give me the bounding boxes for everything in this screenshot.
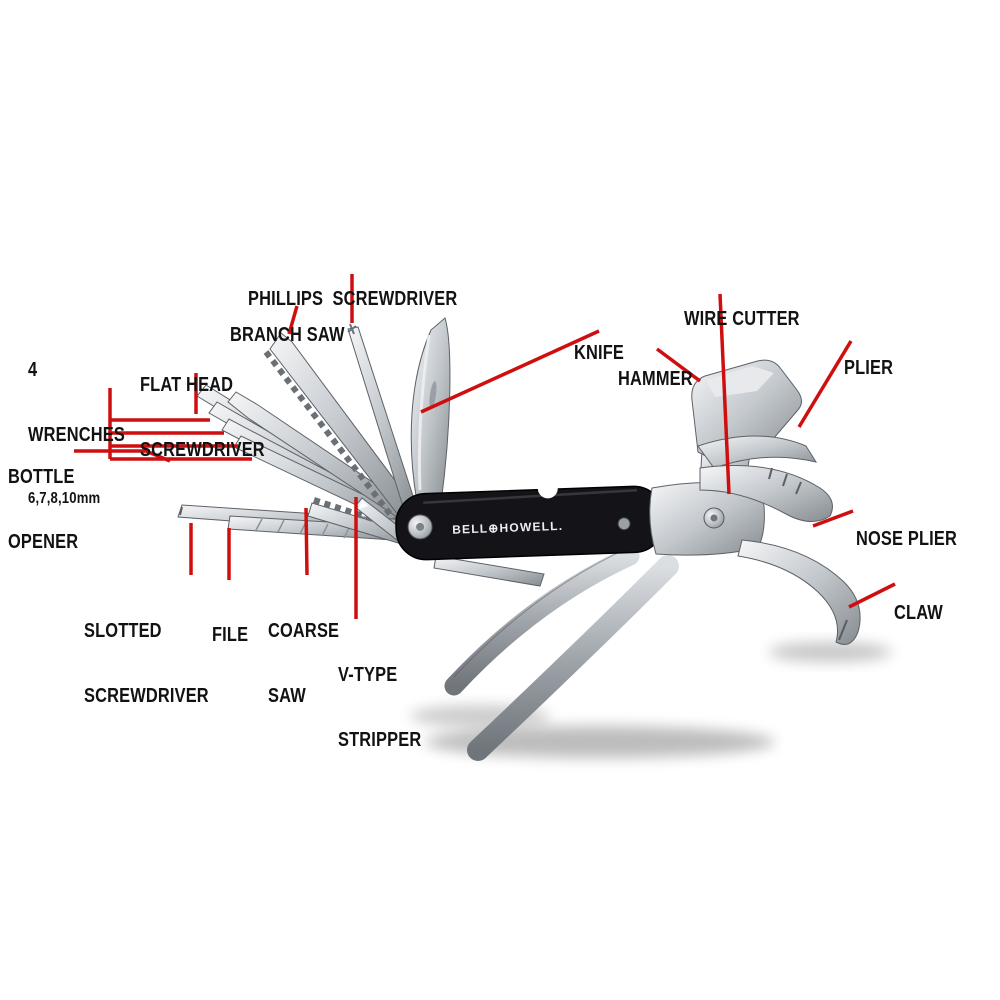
label-branch-saw: BRANCH SAW [230,324,345,347]
label-wrench-sizes: 6,7,8,10mm [28,489,101,507]
leader-nose-plier [812,509,854,528]
label-wrenches: 4 WRENCHES 6,7,8,10mm [28,359,125,507]
handle-notch [537,478,558,499]
leader-knife [420,329,600,414]
label-phillips-screwdriver: PHILLIPS SCREWDRIVER [248,288,458,311]
label-v-type-stripper: V-TYPE STRIPPER [338,664,422,751]
leader-coarse-saw [304,507,309,576]
leader-hammer [655,347,702,383]
label-knife: KNIFE [574,342,625,365]
leader-lines [74,274,896,619]
label-flat-head-screwdriver: FLAT HEAD SCREWDRIVER [140,374,265,461]
label-bottle-opener: BOTTLE OPENER [8,466,79,553]
claw-hook [737,539,861,645]
brand-logo-text: BELL⊕HOWELL. [452,519,564,537]
leader-branch-saw [287,305,299,335]
label-file: FILE [212,624,249,647]
label-wire-cutter: WIRE CUTTER [684,308,800,331]
leader-bottle-opener [74,449,171,463]
label-claw: CLAW [894,602,943,625]
leader-wire-cutter [718,293,731,495]
awl-strip [433,555,545,587]
plier-upper-jaw [697,435,818,469]
tool-handle: BELL⊕HOWELL. [395,478,665,561]
label-slotted-screwdriver: SLOTTED SCREWDRIVER [84,620,209,707]
leader-claw [848,582,896,609]
label-nose-plier: NOSE PLIER [856,528,957,551]
leader-plier [797,340,853,428]
label-coarse-saw: COARSE SAW [268,620,340,707]
label-hammer: HAMMER [618,368,693,391]
label-plier: PLIER [844,357,894,380]
nose-plier-jaw [699,465,833,522]
knife-blade [410,317,451,504]
handle-screw [617,517,631,531]
plier-handles [444,546,679,761]
